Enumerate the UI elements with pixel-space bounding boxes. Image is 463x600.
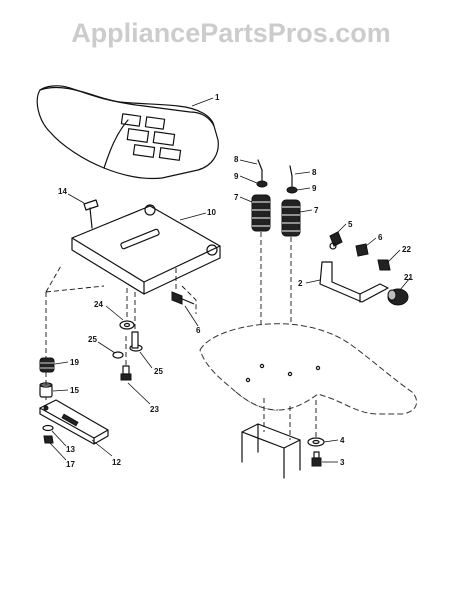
callout-14: 14 [58,187,67,196]
bracket-2 [319,261,389,303]
callout-15: 15 [70,386,79,395]
hinge-bracket-12 [39,399,109,445]
callout-3: 3 [340,458,345,467]
callout-4: 4 [340,436,345,445]
callout-5: 5 [348,220,353,229]
bolt-23 [120,365,132,381]
callout-9-left: 9 [234,172,239,181]
nut-17 [43,435,54,444]
spring-left [251,159,271,232]
callout-22: 22 [402,245,411,254]
washer-25-left [112,351,124,359]
washer-24 [119,320,135,330]
seat-pan [71,204,221,295]
callout-7-right: 7 [314,206,319,215]
callout-24: 24 [94,300,103,309]
callout-6-right: 6 [378,233,383,242]
callout-25-left: 25 [88,335,97,344]
callout-8-right: 8 [312,168,317,177]
spring-right [281,165,301,237]
seat [36,85,219,180]
nut-6-right [355,243,369,257]
callout-9-right: 9 [312,184,317,193]
watermark-text: AppliancePartsPros.com [71,18,391,48]
bolt-14 [83,199,99,229]
bolt-25-right [129,331,143,352]
nut-22 [377,259,391,271]
callout-10: 10 [207,208,216,217]
callout-21: 21 [404,273,413,282]
callout-6-left: 6 [196,326,201,335]
callout-1: 1 [215,93,220,102]
callout-2: 2 [298,279,303,288]
callout-25-right: 25 [154,367,163,376]
callout-13: 13 [66,445,75,454]
spacer-15 [39,382,53,398]
washer-13 [42,424,54,432]
knob-5 [329,231,343,250]
support-stand [241,398,301,479]
callout-23: 23 [150,405,159,414]
bolt-6-left [171,291,195,305]
callout-12: 12 [112,458,121,467]
callout-19: 19 [70,358,79,367]
callout-17: 17 [66,460,75,469]
callout-7-left: 7 [234,193,239,202]
callout-8-left: 8 [234,155,239,164]
knob-21 [387,288,409,306]
washer-4 [307,437,325,447]
bolt-3 [311,451,322,467]
spring-19 [39,357,55,373]
fender [199,323,418,415]
